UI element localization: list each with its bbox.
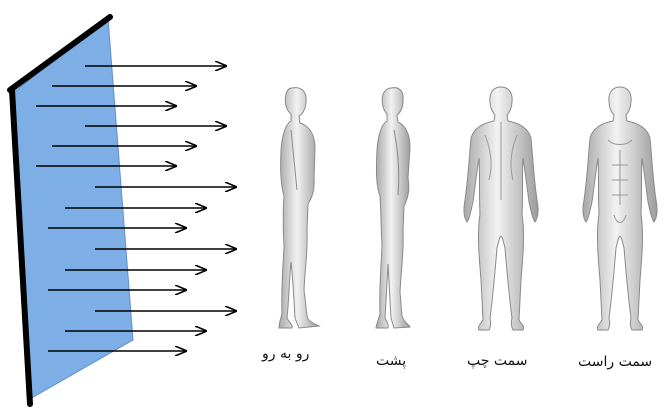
- human-figure-front-icon: [583, 87, 657, 330]
- human-figure-side-icon: [376, 88, 410, 328]
- view-label-right: سمت راست: [578, 354, 652, 370]
- projection-plane: [10, 17, 133, 404]
- human-figure-side-icon: [279, 88, 319, 328]
- view-label-back: پشت: [376, 353, 406, 369]
- human-figure-back-icon: [464, 87, 538, 330]
- view-label-left: سمت چپ: [467, 353, 527, 369]
- view-label-front: رو به رو: [262, 346, 309, 362]
